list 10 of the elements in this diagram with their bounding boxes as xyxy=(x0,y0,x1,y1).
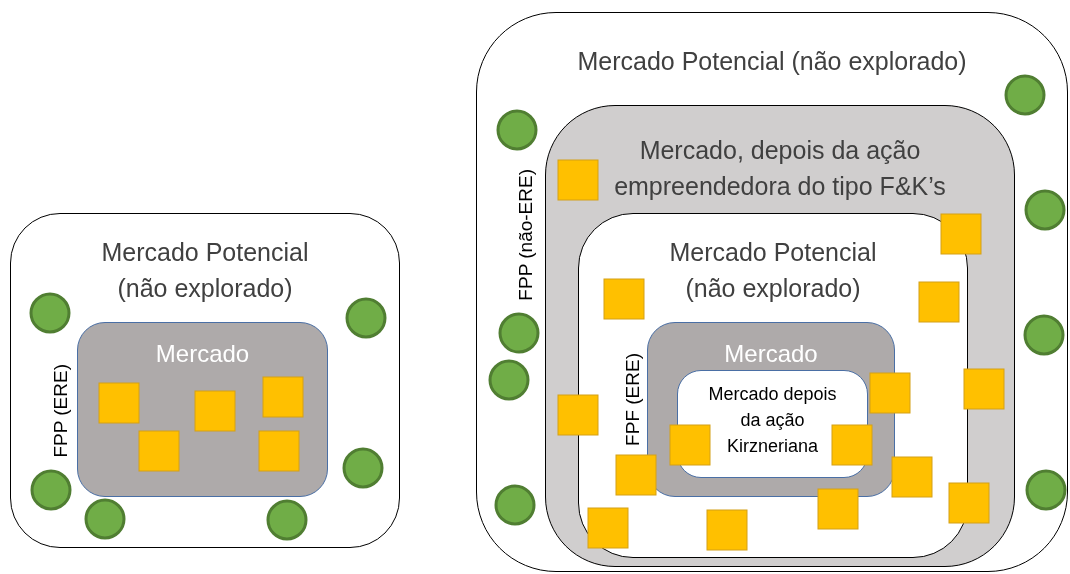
region-title: Mercado depois da ação Kirzneriana xyxy=(707,383,838,459)
region-title: Mercado, depois da ação empreendedora do tipo F&K’s xyxy=(613,135,947,203)
frontier-label: FPP (ERE) xyxy=(50,364,72,458)
region-title: Mercado Potencial (não explorado) xyxy=(576,46,968,77)
frontier-label: FPF (ERE) xyxy=(622,353,644,446)
region-title: Mercado Potencial (não explorado) xyxy=(668,237,878,305)
frontier-label: FPP (não-ERE) xyxy=(515,169,537,301)
region-title: Mercado xyxy=(723,339,819,369)
region-title: Mercado Potencial (não explorado) xyxy=(100,237,310,305)
region-title: Mercado xyxy=(154,339,251,369)
